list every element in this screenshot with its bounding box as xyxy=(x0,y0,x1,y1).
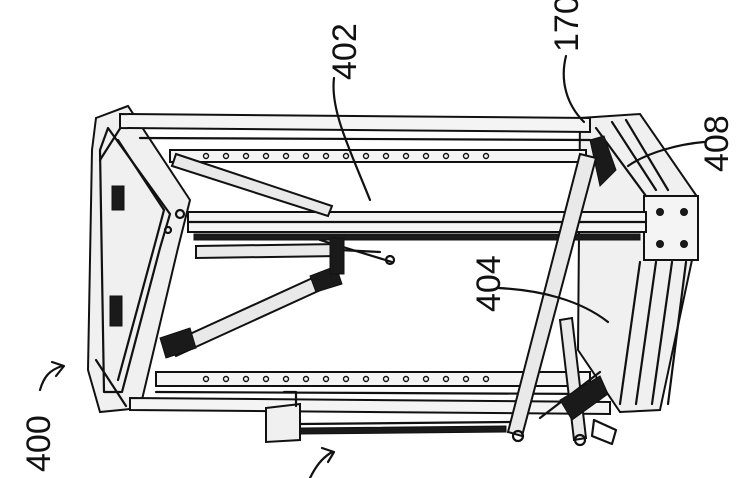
middle-crossbar xyxy=(186,211,648,241)
delta-arms xyxy=(159,152,396,359)
label-408-group: 408 xyxy=(626,115,736,172)
unlabeled-arrowhead xyxy=(320,446,336,464)
leader-400 xyxy=(38,364,64,392)
arrowhead-400 xyxy=(50,360,66,378)
label-408: 408 xyxy=(698,115,736,172)
top-rail-holes xyxy=(202,152,490,160)
bottom-rails xyxy=(129,371,611,416)
right-end-frame xyxy=(576,112,700,414)
label-170-group: 170 xyxy=(548,0,586,124)
leader-404 xyxy=(496,286,610,324)
leader-170 xyxy=(562,54,586,124)
label-400-group: 400 xyxy=(20,360,66,472)
label-400: 400 xyxy=(20,415,58,472)
bottom-rail-holes xyxy=(202,375,490,383)
leader-408 xyxy=(626,140,706,168)
top-rails xyxy=(119,112,592,163)
leader-402 xyxy=(332,76,372,202)
unlabeled-leader xyxy=(308,450,334,478)
label-404-group: 404 xyxy=(470,255,610,324)
label-170: 170 xyxy=(548,0,586,52)
label-402: 402 xyxy=(326,23,364,80)
label-404: 404 xyxy=(470,255,508,312)
unlabeled-arrow-group xyxy=(308,446,336,478)
label-402-group: 402 xyxy=(326,23,372,202)
bottom-bracket xyxy=(265,390,512,444)
